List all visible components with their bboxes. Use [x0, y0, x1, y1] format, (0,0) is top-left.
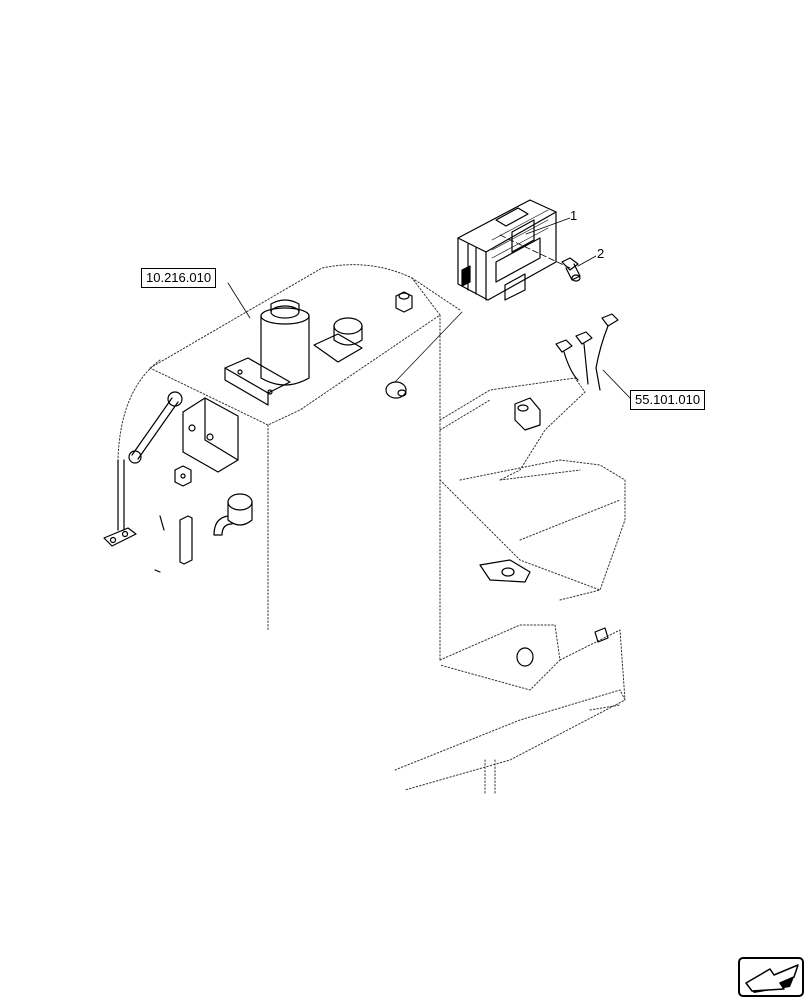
filter-canister — [260, 299, 310, 386]
clamp-strip — [154, 515, 193, 573]
leader-line-tank — [227, 282, 251, 319]
mounting-bolt — [561, 257, 581, 282]
tank-reference-label[interactable]: 10.216.010 — [141, 268, 217, 288]
assembly-axis — [499, 234, 571, 269]
leader-line-item-2 — [577, 255, 597, 267]
mount-pad — [224, 357, 291, 406]
elbow-fitting — [213, 493, 253, 536]
cable-clip — [103, 527, 137, 547]
level-sensor-rod — [117, 391, 183, 531]
rubber-spacer — [385, 381, 407, 399]
electronic-control-unit — [457, 199, 557, 301]
back-arrow-icon[interactable] — [738, 957, 804, 997]
angle-bracket — [182, 397, 239, 473]
leader-line-item-1 — [525, 217, 571, 235]
machine-frame — [394, 377, 626, 796]
spacer-block — [395, 291, 413, 313]
leader-line-harness — [602, 369, 631, 399]
hydraulic-tank — [117, 264, 461, 661]
frame-bracket — [479, 397, 609, 667]
harness-connectors — [555, 313, 619, 391]
harness-reference-label[interactable]: 55.101.010 — [630, 390, 706, 410]
hex-nut — [174, 465, 192, 487]
callout-item-1: 1 — [570, 208, 578, 223]
breather-cap — [313, 317, 363, 363]
leader-line-spacer — [394, 311, 463, 383]
callout-item-2: 2 — [597, 246, 605, 261]
